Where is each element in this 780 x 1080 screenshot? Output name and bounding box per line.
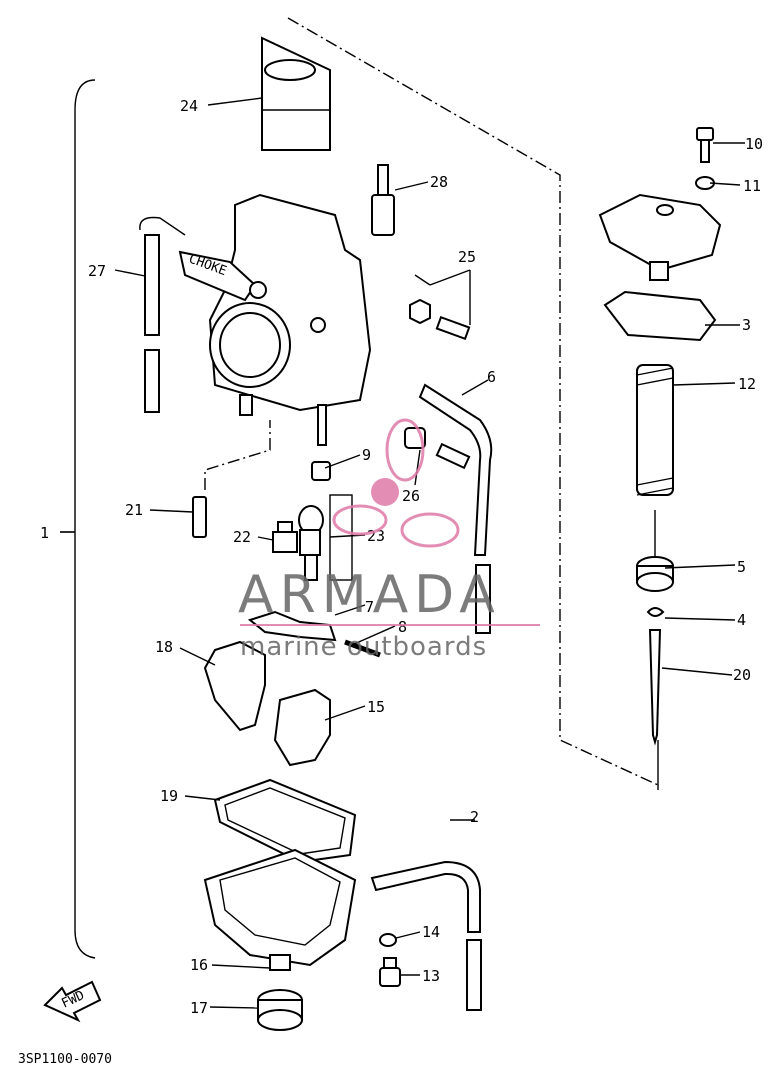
carburetor-body: [178, 193, 372, 446]
part-28-adjuster: [371, 164, 395, 236]
label-19: 19: [160, 787, 178, 805]
assembly-boundary: [287, 17, 659, 786]
label-20: 20: [733, 666, 751, 684]
fwd-arrow-icon: FWD: [43, 980, 102, 1023]
label-15: 15: [367, 698, 385, 716]
part-24-cover: [261, 36, 331, 151]
float-bowl: [203, 848, 357, 971]
diagram-code: 3SP1100-0070: [18, 1052, 112, 1067]
label-27: 27: [88, 262, 106, 280]
leader-lines: [60, 97, 745, 1009]
label-4: 4: [737, 611, 746, 629]
part-8-pin: [344, 639, 381, 658]
part-5-cap: [636, 556, 674, 592]
part-labels: 1 2 3 4 5 6 7 8 9 10 11 12 13 14 15 16 1…: [40, 97, 763, 1017]
label-18: 18: [155, 638, 173, 656]
label-1: 1: [40, 524, 49, 542]
part-19-gasket: [213, 778, 357, 864]
part-6-hose: [418, 383, 493, 556]
part-4-clip: [646, 607, 665, 617]
part-26-screw: [404, 427, 471, 470]
watermark-tagline: marine outboards: [240, 632, 487, 662]
part-9-jet-holder: [311, 461, 331, 481]
label-17: 17: [190, 999, 208, 1017]
label-11: 11: [743, 177, 761, 195]
label-6: 6: [487, 368, 496, 386]
part-15-float: [273, 688, 331, 767]
part-12-spring: [636, 364, 674, 496]
label-10: 10: [745, 135, 763, 153]
label-16: 16: [190, 956, 208, 974]
part-27-hose-piece: [144, 234, 160, 336]
part-17-drain-plug: [257, 989, 303, 1031]
part-21-pilot-jet: [192, 496, 207, 538]
label-9: 9: [362, 446, 371, 464]
label-13: 13: [422, 967, 440, 985]
label-22: 22: [233, 528, 251, 546]
part-18-float: [203, 640, 266, 732]
label-2: 2: [470, 808, 479, 826]
label-14: 14: [422, 923, 440, 941]
assembly-bracket: [74, 79, 96, 959]
part-20-needle: [648, 629, 662, 746]
label-5: 5: [737, 558, 746, 576]
part-10-screw: [696, 127, 714, 163]
part-3-gasket: [603, 290, 717, 342]
label-28: 28: [430, 173, 448, 191]
armada-watermark: ARMADA marine outboards: [238, 418, 540, 662]
part-13-screw: [379, 957, 401, 987]
label-24: 24: [180, 97, 198, 115]
part-25-screw: [409, 298, 471, 341]
label-3: 3: [742, 316, 751, 334]
label-26: 26: [402, 487, 420, 505]
part-22-main-jet: [272, 521, 298, 553]
label-21: 21: [125, 501, 143, 519]
watermark-brand: ARMADA: [238, 565, 501, 625]
label-8: 8: [398, 618, 407, 636]
part-2-hose: [370, 860, 481, 933]
propeller-logo-icon: [332, 418, 460, 548]
cap-cover: [598, 193, 722, 281]
part-27-hose: [139, 216, 186, 236]
label-12: 12: [738, 375, 756, 393]
label-25: 25: [458, 248, 476, 266]
label-7: 7: [365, 598, 374, 616]
part-14-washer: [379, 933, 397, 947]
part-23-needle-jet: [298, 494, 353, 581]
